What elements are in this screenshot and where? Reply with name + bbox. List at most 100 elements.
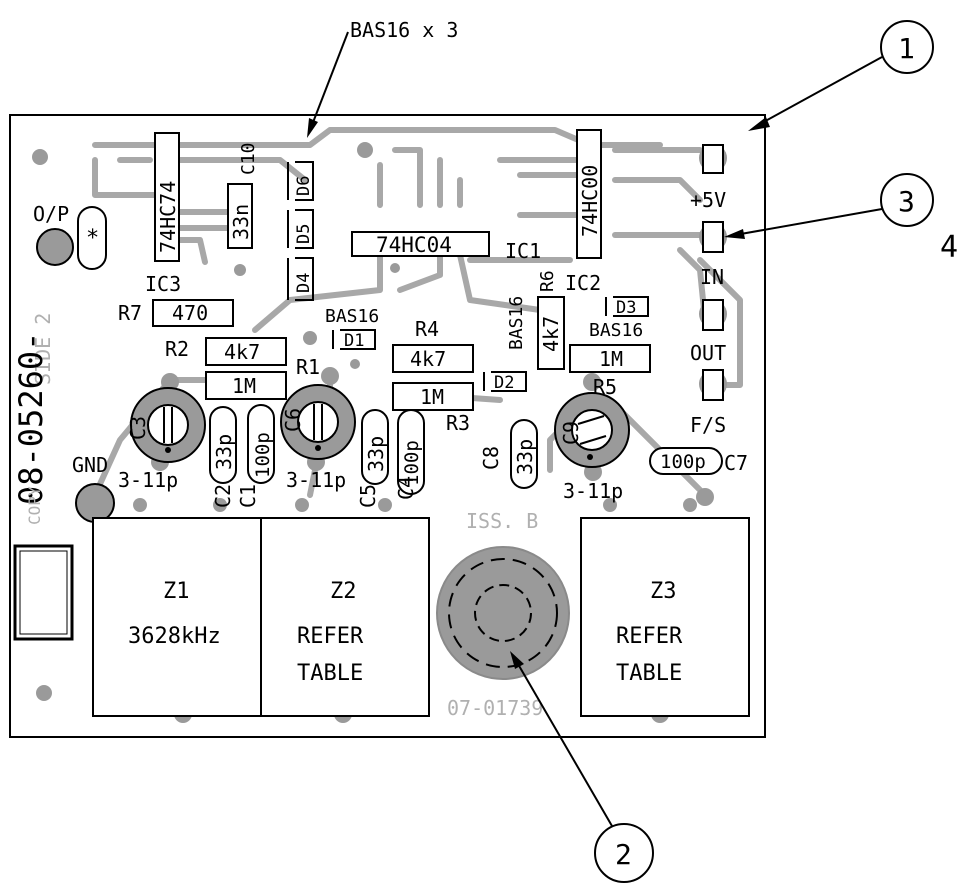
op-pad (36, 228, 74, 266)
c2-body (209, 406, 237, 484)
r4-val: 4k7 (410, 347, 446, 371)
callout-1-leader (759, 56, 883, 125)
bottom-code: 07-01739 (447, 696, 543, 720)
c1-ref: C1 (236, 484, 260, 508)
z3-line2: TABLE (616, 661, 682, 686)
callout-2-arrow (510, 651, 524, 669)
r6-ref: R6 (537, 270, 558, 292)
in-label: IN (700, 265, 724, 289)
r6-body (537, 296, 565, 370)
ic1-ref: IC1 (505, 239, 541, 263)
c10-ref: C10 (238, 142, 259, 175)
callout-1-circle (880, 20, 934, 74)
callout-3-text: 3 (898, 185, 915, 218)
c9-ref: C9 (559, 421, 583, 445)
d2-label: D2 (494, 373, 514, 393)
c1-body (247, 404, 275, 484)
ic3-part-label: 74HC74 (156, 181, 180, 253)
r6-val: 4k7 (539, 316, 563, 352)
c4-body (397, 409, 425, 495)
r3-ref: R3 (446, 411, 470, 435)
z3-ref: Z3 (650, 579, 677, 604)
left-rectangle (13, 544, 74, 641)
z2-ref: Z2 (330, 579, 357, 604)
side-label: SIDE 2 (31, 313, 55, 385)
top-callout-arrow (307, 118, 318, 138)
z1-ref: Z1 (163, 579, 190, 604)
r5-val: 1M (599, 347, 623, 371)
r-1m-left-body (205, 371, 287, 400)
pad-in (702, 299, 724, 331)
d4-label: D4 (294, 273, 314, 293)
r3-body (392, 382, 474, 411)
c5-val: 33p (364, 436, 388, 472)
c8-ref: C8 (479, 446, 503, 470)
z3-line1: REFER (616, 624, 683, 649)
diode-column: D6 D5 D4 (287, 161, 314, 301)
trim3-label: 3-11p (563, 479, 623, 503)
mounting-disc (436, 546, 570, 680)
trimmer-c6 (280, 384, 356, 460)
c3-ref: C3 (126, 416, 150, 440)
r5-body (569, 344, 651, 373)
c10-val: 33n (229, 204, 253, 240)
c10-body (227, 183, 253, 249)
bas16-c: BAS16 (589, 320, 643, 341)
trim1-label: 3-11p (118, 468, 178, 492)
r7-body (152, 299, 234, 327)
c4-val: 100p (401, 440, 423, 486)
c8-val: 33p (513, 439, 537, 475)
gnd-label: GND (72, 453, 108, 477)
ic1-part-label: 74HC04 (376, 233, 452, 257)
callout-4-text: 4 (940, 230, 958, 265)
c7-val: 100p (660, 451, 706, 473)
board-outline (9, 114, 766, 738)
callout-3-circle (880, 173, 934, 227)
c7-body (649, 447, 723, 475)
pad-3 (702, 221, 724, 253)
d1-body (332, 329, 376, 350)
gnd-pad (75, 483, 115, 523)
c5-body (361, 409, 389, 485)
copyright-mark: COPY (25, 486, 44, 525)
callout-2-text: 2 (615, 838, 632, 871)
r2-val: 4k7 (224, 340, 260, 364)
callout-2-circle (594, 823, 654, 883)
r3-val: 1M (420, 385, 444, 409)
fs-label: F/S (690, 413, 726, 437)
c2-ref: C2 (211, 484, 235, 508)
callout-1-arrow (748, 117, 770, 131)
r2-ref: R2 (165, 337, 189, 361)
trimmer-c9 (554, 392, 630, 468)
z1-val: 3628kHz (128, 624, 221, 649)
r7-ref: R7 (118, 301, 142, 325)
r4-body (392, 344, 474, 373)
bas16-b: BAS16 (506, 296, 527, 350)
callout-2-leader (517, 663, 613, 827)
top-callout-label: BAS16 x 3 (350, 18, 458, 42)
r7-val: 470 (172, 301, 208, 325)
c5-ref: C5 (356, 484, 380, 508)
d1-label: D1 (344, 331, 364, 351)
r4-ref: R4 (415, 317, 439, 341)
z3-body (580, 517, 750, 717)
bas16-a: BAS16 (325, 306, 379, 327)
ic2-body (576, 129, 602, 259)
d3-label: D3 (616, 298, 636, 318)
d2-body (483, 371, 527, 392)
v5-label: +5V (690, 188, 726, 212)
z1-body (92, 517, 262, 717)
ic3-ref: IC3 (145, 272, 181, 296)
pad-out (702, 369, 724, 401)
ic1-body (351, 231, 490, 257)
r1-ref: R1 (296, 355, 320, 379)
z2-body (260, 517, 430, 717)
r-1m-left-val: 1M (232, 374, 256, 398)
z2-line2: TABLE (297, 661, 363, 686)
issue-label: ISS. B (466, 509, 538, 533)
r2-body (205, 337, 287, 366)
trimmer-c3 (130, 387, 206, 463)
out-label: OUT (690, 341, 726, 365)
d6-label: D6 (294, 176, 314, 196)
